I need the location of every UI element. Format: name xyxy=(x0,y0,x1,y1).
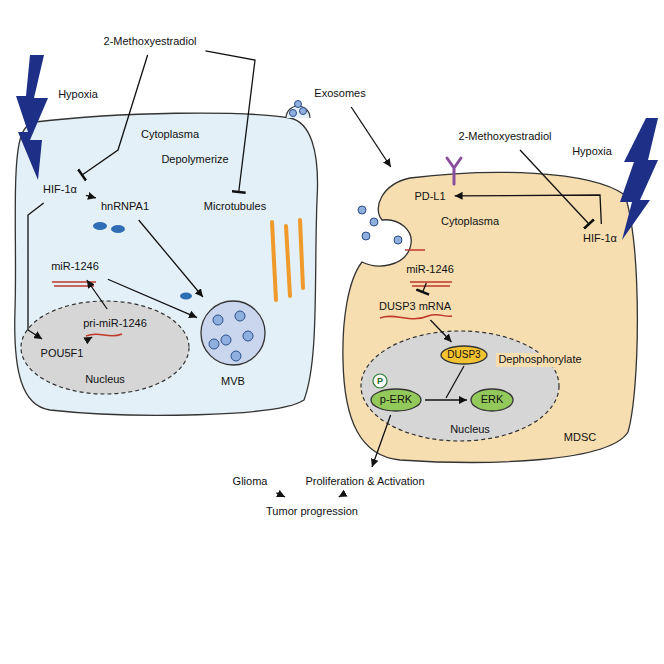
mdsc-cell-outline xyxy=(340,170,640,465)
erk-protein: p-ERK xyxy=(370,388,422,412)
phosphate-label: P xyxy=(377,376,383,387)
mirna-strand xyxy=(405,249,425,251)
exosome-vesicle xyxy=(209,339,219,349)
exosome-vesicle xyxy=(221,335,231,345)
dusp3-protein-outline xyxy=(441,346,487,364)
multivesicular-body-outline xyxy=(201,301,265,365)
activation-arrow xyxy=(425,399,467,400)
activation-arrow xyxy=(339,495,343,497)
mirna-label: miR-1246 xyxy=(404,258,460,280)
erk-protein-text: ERK xyxy=(481,393,504,406)
exosome-vesicle xyxy=(370,218,378,226)
protein-label-text: HIF-1α xyxy=(583,232,617,245)
erk-protein-text: p-ERK xyxy=(380,393,412,406)
condition-label: Hypoxia xyxy=(56,88,100,101)
hnrnpa1-protein xyxy=(180,293,192,300)
mdsc-cell-outline xyxy=(343,172,637,462)
exosome-vesicle xyxy=(358,206,366,214)
protein-label: HIF-1α xyxy=(581,227,623,249)
cell-label: Glioma xyxy=(231,470,274,492)
exosome-vesicle xyxy=(300,108,307,115)
gene-label-text: POU5F1 xyxy=(41,347,84,360)
gene-label: POU5F1 xyxy=(39,342,90,364)
outcome-label: Proliferation & Activation xyxy=(303,470,430,492)
exosome-vesicle xyxy=(243,331,253,341)
exosome-vesicle xyxy=(394,236,402,244)
nucleus-text: Nucleus xyxy=(85,373,125,386)
multivesicular-body-text: MVB xyxy=(221,375,245,388)
protein-label: hnRNPA1 xyxy=(99,195,155,217)
mirna-label-text: miR-1246 xyxy=(51,260,99,273)
erk-protein-outline xyxy=(371,389,421,411)
vesicle-label-text: Exosomes xyxy=(314,87,365,100)
phosphate-circle xyxy=(373,374,387,388)
transcript-label-text: pri-miR-1246 xyxy=(83,317,147,330)
drug-label: 2-Methoxyestradiol xyxy=(102,30,203,52)
outcome-label-text: Tumor progression xyxy=(266,505,358,518)
protein-label-text: HIF-1α xyxy=(43,183,77,196)
drug-label: 2-Methoxyestradiol xyxy=(457,125,558,147)
nucleus-outline xyxy=(21,301,189,394)
nucleus: NucleusPOU5F1 pri-miR-1246 xyxy=(20,300,190,395)
nucleus: Nucleus DUSP3 p-ERK ERK xyxy=(360,330,560,442)
outcome-label-text: Proliferation & Activation xyxy=(305,475,424,488)
process-label: Dephosphorylate xyxy=(496,353,583,366)
dusp3-protein: DUSP3 xyxy=(440,345,488,365)
mdsc-cell: CytoplasmaMDSC Nucleus DUSP3 p-ERK ERK HIF-1α… xyxy=(340,170,640,465)
nucleus-outline xyxy=(361,331,559,441)
exosome-vesicle xyxy=(290,110,297,117)
drug-label-text: 2-Methoxyestradiol xyxy=(104,35,197,48)
receptor-label-text: PD-L1 xyxy=(414,190,445,203)
mdsc-cell-text: Cytoplasma xyxy=(441,215,499,228)
mdsc-cell-text: MDSC xyxy=(564,431,596,444)
cell-label-text: Glioma xyxy=(233,475,268,488)
phosphate-circle xyxy=(373,374,387,388)
hnrnpa1-protein xyxy=(111,225,125,233)
erk-protein-outline xyxy=(471,389,513,411)
receptor-label: PD-L1 xyxy=(412,185,451,207)
vesicle-label: Exosomes xyxy=(312,82,371,104)
organelle-label-text: Microtubules xyxy=(204,200,266,213)
transcript-label: pri-miR-1246 xyxy=(81,312,153,334)
activation-arrow xyxy=(276,493,285,497)
exosome-vesicle xyxy=(213,315,223,325)
glioma-cell-outline xyxy=(15,113,318,415)
organelle-label: Microtubules xyxy=(202,195,272,217)
multivesicular-body: MVB xyxy=(200,300,266,366)
mirna-label-text: miR-1246 xyxy=(406,263,454,276)
outcome-label: Tumor progression xyxy=(264,500,364,522)
edge-label: Depolymerize xyxy=(159,153,230,166)
protein-label-text: hnRNPA1 xyxy=(101,200,149,213)
multivesicular-body-outline xyxy=(200,300,266,366)
mirna-label: miR-1246 xyxy=(49,255,105,277)
glioma-cell-text: Cytoplasma xyxy=(141,128,199,141)
mrna-label-text: DUSP3 mRNA xyxy=(379,300,451,313)
dusp3-protein-text: DUSP3 xyxy=(447,349,480,361)
exosome-vesicle xyxy=(295,101,302,108)
erk-protein: ERK xyxy=(470,388,514,412)
protein-label: HIF-1α xyxy=(41,178,83,200)
exosome-vesicle xyxy=(231,351,241,361)
exosome-vesicle xyxy=(235,311,245,321)
mrna-label: DUSP3 mRNA xyxy=(377,295,457,317)
activation-arrow xyxy=(351,107,391,167)
exosome-vesicle xyxy=(362,232,370,240)
condition-label: Hypoxia xyxy=(570,145,614,158)
nucleus-text: Nucleus xyxy=(450,423,490,436)
drug-label-text: 2-Methoxyestradiol xyxy=(459,130,552,143)
hnrnpa1-protein xyxy=(93,222,107,230)
